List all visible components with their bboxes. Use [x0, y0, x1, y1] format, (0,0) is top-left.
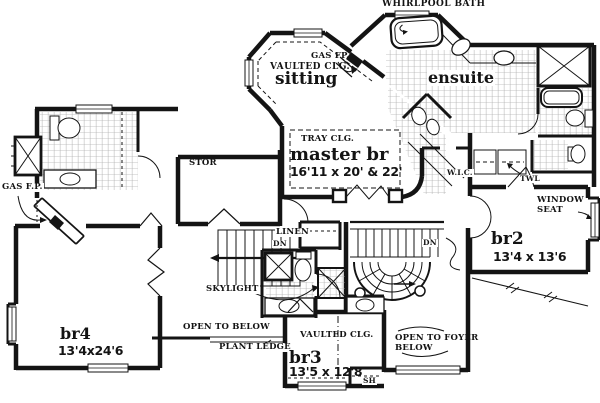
stair-arrow [409, 281, 416, 287]
label-br4-dims: 13'4x24'6 [58, 343, 124, 358]
label-room-ensuite: ensuite [427, 68, 496, 87]
newel-post [414, 285, 426, 297]
label-window-seat-1: WINDOW [537, 195, 584, 205]
label-stor: STOR [189, 158, 217, 168]
window-icon [75, 104, 113, 114]
stair-arrow [210, 254, 219, 262]
door-arc [315, 273, 341, 299]
sink-icon [264, 297, 315, 316]
fireplace-icon [17, 195, 85, 245]
label-room-br3: br3 [289, 348, 322, 368]
window-icon [395, 365, 461, 375]
label-open-to-below: OPEN TO BELOW [183, 322, 270, 332]
foyer-squiggles [397, 326, 449, 357]
label-sh: SH [362, 376, 377, 385]
dashed-lines [36, 41, 527, 384]
toilet-icon [411, 106, 440, 136]
door-arc [137, 155, 161, 179]
doors [137, 113, 539, 313]
fireplace-icon [335, 52, 363, 78]
bathroom-topleft [11, 115, 97, 189]
bathroom-center [263, 251, 315, 316]
toilet-icon [294, 251, 312, 282]
sink-icon [493, 50, 515, 66]
label-room-master: master br [290, 144, 389, 165]
label-room-br2: br2 [491, 229, 524, 249]
door-arc [283, 198, 309, 224]
tray-ceiling-outline [289, 129, 401, 189]
label-window-seat-2: SEAT [537, 205, 563, 215]
label-linen: LINEN [275, 227, 310, 237]
label-whirlpool-bath: WHIRLPOOL BATH [382, 0, 486, 9]
label-gas-fp-left: GAS F.P. [1, 182, 44, 192]
break-line [147, 247, 165, 297]
window-icon [7, 306, 17, 342]
whirlpool-tub-icon [389, 14, 444, 50]
door-v [139, 212, 163, 227]
label-gas-fp-sitting: GAS FP. [311, 51, 350, 61]
window-icon [244, 59, 254, 87]
toilet-icon [49, 115, 81, 141]
window-icon [297, 381, 347, 391]
open-squiggle [445, 237, 461, 271]
label-skylight: SKYLIGHT [205, 284, 260, 294]
label-open-to-foyer-1: OPEN TO FOYER [395, 333, 479, 343]
closet-outline [473, 149, 497, 175]
toilet-icon [565, 109, 594, 128]
ensuite-fixtures [407, 33, 594, 187]
label-open-to-foyer-2: BELOW [395, 343, 433, 353]
label-plant-ledge: PLANT LEDGE [218, 342, 292, 352]
label-dn-main: DN [272, 239, 288, 248]
window-icon [293, 28, 323, 38]
label-br3-ceiling: VAULTED CLG. [300, 330, 374, 340]
sink-icon [43, 169, 97, 189]
double-door-arc [469, 195, 492, 239]
skylight-icon [249, 267, 347, 301]
label-wic: W.I.C. [446, 168, 474, 177]
post [331, 188, 348, 204]
sink-icon [451, 38, 471, 56]
label-sitting-ceiling: VAULTED CLG. [270, 62, 350, 72]
toilet-icon [567, 144, 586, 164]
door-v [287, 298, 314, 313]
shower-icon [263, 251, 294, 282]
window-icon [87, 363, 129, 373]
towel-closet-outline [497, 149, 527, 175]
door-v [207, 208, 241, 225]
annotation-arrows [397, 163, 592, 357]
railing [331, 184, 404, 204]
sink-icon [346, 296, 385, 314]
label-dn-curved: DN [422, 238, 438, 247]
shower-icon [11, 135, 43, 177]
window-icon [590, 202, 600, 238]
label-br3-dims: 13'5 x 12'8 [289, 364, 363, 379]
label-room-br4: br4 [60, 324, 91, 343]
bathtub-icon [540, 87, 583, 108]
shower-icon [536, 44, 592, 88]
roof-line [471, 277, 589, 307]
label-twl: TWL [519, 174, 541, 183]
label-br2-dims: 13'4 x 13'6 [493, 249, 567, 264]
label-room-sitting: sitting [275, 69, 338, 89]
label-tray-ceiling: TRAY CLG. [301, 134, 355, 144]
post [387, 188, 404, 204]
staircase-curved [350, 220, 461, 301]
door-arc [517, 113, 539, 135]
label-master-dims: 16'11 x 20' & 22' [290, 164, 403, 179]
